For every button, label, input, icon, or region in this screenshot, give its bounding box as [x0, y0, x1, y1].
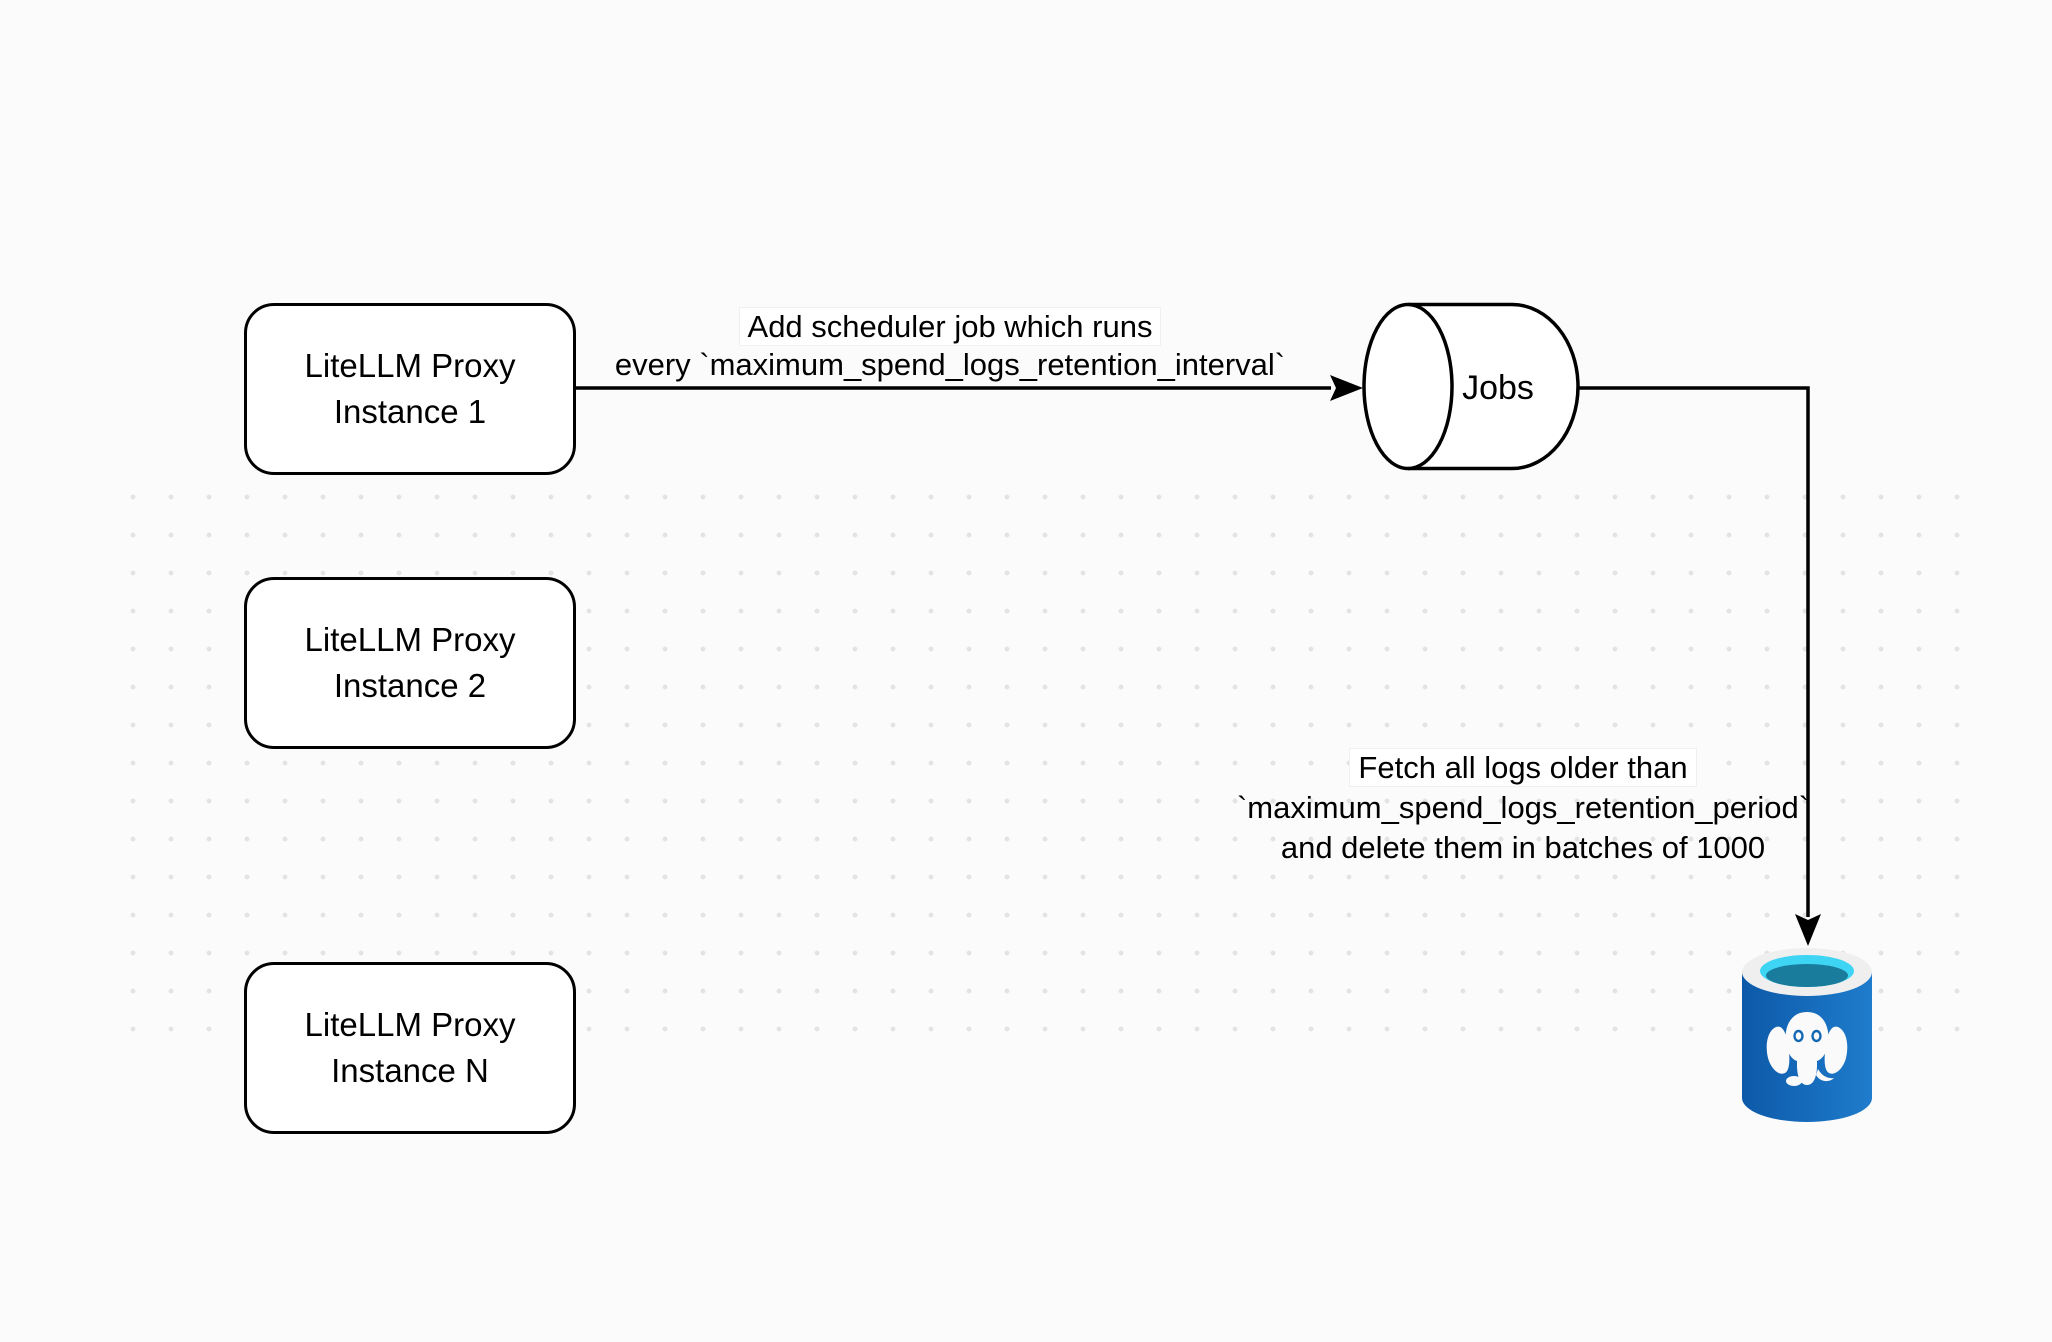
edge-fetch-delete-connector	[1578, 386, 1821, 946]
edge-scheduler-connector	[573, 375, 1363, 401]
edge-label-line: Fetch all logs older than	[1226, 748, 1820, 788]
node-label-line: LiteLLM Proxy	[304, 621, 516, 658]
jobs-cylinder-node	[1362, 302, 1580, 471]
node-label-line: LiteLLM Proxy	[304, 1006, 516, 1043]
node-label-line: Instance N	[331, 1052, 489, 1089]
node-label-line: Instance 2	[333, 667, 487, 704]
edge-label-fetch-delete: Fetch all logs older than `maximum_spend…	[1226, 748, 1820, 868]
edge-label-scheduler: Add scheduler job which runs every `maxi…	[598, 308, 1302, 384]
postgresql-icon	[1742, 948, 1872, 1122]
edge-label-line: Add scheduler job which runs	[598, 308, 1302, 346]
node-litellm-proxy-instance-1: LiteLLM Proxy Instance 1	[244, 303, 576, 475]
node-litellm-proxy-instance-n: LiteLLM Proxy Instance N	[244, 962, 576, 1134]
postgres-cylinder-inner	[1766, 964, 1848, 987]
node-litellm-proxy-instance-2: LiteLLM Proxy Instance 2	[244, 577, 576, 749]
arrowhead-into-postgres	[1795, 914, 1821, 946]
jobs-node-label: Jobs	[1462, 369, 1534, 407]
arrowhead-into-jobs	[1330, 375, 1363, 401]
edge-label-line: every `maximum_spend_logs_retention_inte…	[614, 347, 1286, 382]
edge-label-line: and delete them in batches of 1000	[1280, 830, 1766, 865]
node-label-line: LiteLLM Proxy	[304, 347, 516, 384]
edge-label-line: `maximum_spend_logs_retention_period`	[1236, 790, 1810, 825]
postgres-elephant-eyes	[1793, 1029, 1822, 1043]
node-label-line: Instance 1	[333, 393, 487, 430]
